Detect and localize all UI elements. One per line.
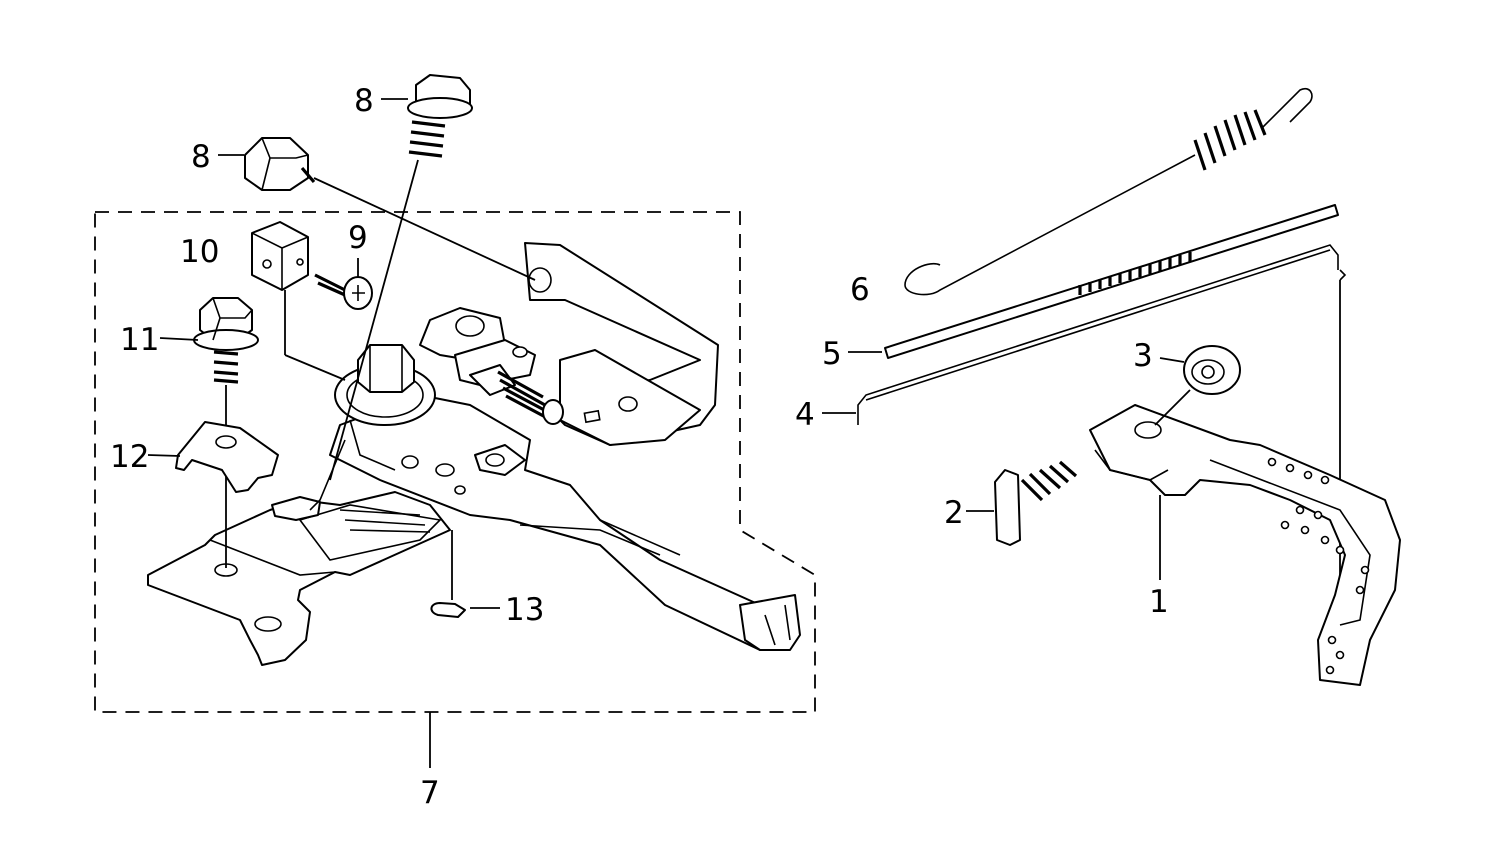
callout-13: 13 (505, 592, 544, 628)
adjust-screw (469, 364, 564, 425)
throttle-lever-arm (309, 394, 801, 651)
assembly-boundary-dashed (94, 211, 816, 713)
callout-11: 11 (120, 322, 159, 358)
part-8-flange-bolt (329, 74, 473, 481)
part-10-block (251, 221, 346, 381)
callout-10: 10 (180, 234, 219, 270)
callout-8-left: 8 (191, 139, 211, 175)
part-11-bolt (193, 297, 259, 568)
callout-leaders (147, 98, 1185, 609)
part-5-spring-rod (884, 204, 1339, 359)
callout-2: 2 (944, 495, 964, 531)
part-13-e-clip (430, 530, 466, 618)
callout-3: 3 (1133, 338, 1153, 374)
callout-9: 9 (348, 220, 368, 256)
callout-1: 1 (1149, 584, 1169, 620)
lever-holes (1267, 457, 1370, 675)
callout-7: 7 (420, 775, 440, 811)
part-8-hex-bolt (244, 137, 536, 281)
part-9-screw (314, 258, 373, 310)
part-6-spring-rod (904, 87, 1313, 296)
part-2-pin (994, 460, 1078, 546)
callout-8-top: 8 (354, 83, 374, 119)
callout-5: 5 (822, 336, 842, 372)
part-3-nut (1154, 345, 1241, 426)
callout-6: 6 (850, 272, 870, 308)
pivot-nut (334, 344, 436, 426)
part-4-link-rod (857, 244, 1347, 622)
base-plate (147, 491, 451, 666)
part-1-lever-bracket (1089, 404, 1401, 686)
part-12-clip (175, 421, 279, 493)
callout-12: 12 (110, 439, 149, 475)
callout-4: 4 (795, 397, 815, 433)
